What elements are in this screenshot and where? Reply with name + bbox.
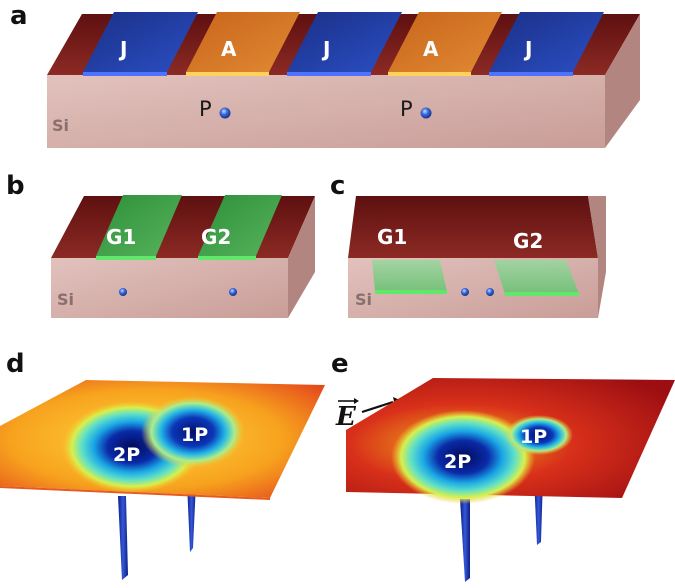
panel-c: c G1 G2 Si [330, 171, 606, 318]
gate-label: J [118, 37, 127, 61]
gate-j-1: J [83, 12, 198, 76]
silicon-front-face [51, 258, 288, 318]
silicon-side-face [605, 14, 640, 148]
well-label-1p: 1P [520, 426, 547, 448]
donor-atom [219, 107, 231, 119]
panel-a: a J A J [10, 1, 640, 148]
well-label-2p: 2P [113, 444, 140, 466]
gate-g2: G2 [198, 195, 282, 260]
panel-b: b G1 G2 Si [6, 171, 315, 318]
gate-label: J [321, 37, 330, 61]
gate-label: G1 [377, 225, 407, 249]
potential-spike [187, 483, 196, 552]
gate-label: J [523, 37, 532, 61]
panel-letter-a: a [10, 1, 28, 31]
silicon-side-face [288, 196, 315, 318]
gate-label: A [221, 37, 237, 61]
gate-label: A [423, 37, 439, 61]
substrate-label: Si [52, 116, 69, 135]
donor-atom [229, 288, 237, 296]
field-arrow [361, 400, 394, 414]
donor-atom [461, 288, 469, 296]
donor-label-p: P [400, 97, 413, 121]
panel-letter-c: c [330, 171, 345, 201]
gate-electrodes: J A J A J [83, 12, 604, 76]
well-label-2p: 2P [444, 451, 471, 473]
buried-gate-g1 [372, 260, 447, 294]
panel-letter-e: e [331, 349, 349, 379]
potential-well-1p [141, 396, 245, 468]
potential-well-1p [505, 415, 573, 455]
donor-label-p: P [199, 97, 212, 121]
panel-letter-b: b [6, 171, 25, 201]
gate-a-1: A [186, 12, 300, 76]
field-symbol: E [335, 402, 357, 432]
gate-label: G1 [106, 225, 136, 249]
substrate-label: Si [57, 290, 74, 309]
panel-letter-d: d [6, 349, 25, 379]
potential-spike [460, 499, 470, 582]
silicon-side-face [588, 196, 606, 318]
potential-well-2p [391, 410, 535, 504]
panel-e: e E 2P 1P [331, 349, 675, 582]
gate-label: G2 [201, 225, 231, 249]
donor-atom [486, 288, 494, 296]
potential-spike [118, 496, 128, 580]
gate-a-2: A [388, 12, 502, 76]
silicon-front-face [47, 75, 605, 148]
substrate-label: Si [355, 290, 372, 309]
gate-g1: G1 [96, 195, 182, 260]
donor-atom [420, 107, 432, 119]
silicon-top-face [348, 196, 598, 258]
panel-d: d 2P 1P [0, 349, 325, 580]
gate-label: G2 [513, 229, 543, 253]
gate-j-3: J [489, 12, 604, 76]
buried-gate-g2 [494, 260, 579, 296]
gate-j-2: J [287, 12, 402, 76]
well-label-1p: 1P [181, 424, 208, 446]
donor-atom [119, 288, 127, 296]
